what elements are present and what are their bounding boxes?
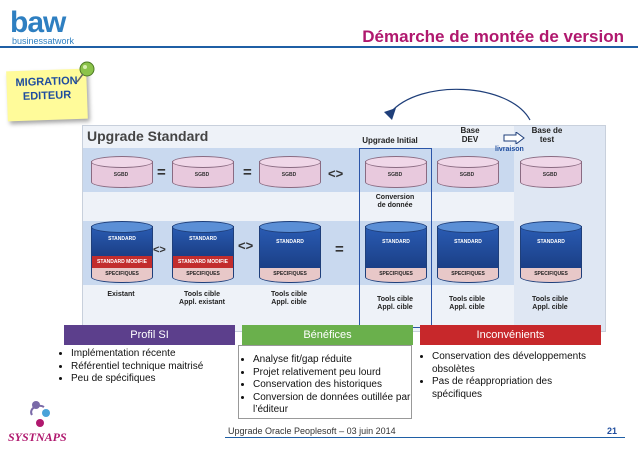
- baw-logo: baw businessatwork: [10, 6, 160, 47]
- base-test-cylinder: STANDARD SPECIFIQUES: [520, 221, 582, 283]
- diff-operator: <>: [238, 238, 254, 253]
- tools-existant-cylinder: STANDARD STANDARD MODIFIE SPECIFIQUES: [172, 221, 234, 283]
- header-base-test: Base de test: [531, 126, 563, 144]
- specifiques-segment: SPECIFIQUES: [173, 268, 233, 282]
- page-number: 21: [607, 426, 618, 436]
- pushpin-icon: [76, 61, 95, 83]
- specifiques-segment: SPECIFIQUES: [438, 268, 498, 282]
- sgbd-label: SGBD: [194, 172, 210, 178]
- list-item: Référentiel technique maitrisé: [71, 361, 237, 374]
- sgbd-cylinder: SGBD: [437, 156, 499, 188]
- standard-segment: STANDARD: [260, 226, 320, 268]
- standard-segment: STANDARD: [438, 226, 498, 268]
- diagram-title: Upgrade Standard: [87, 128, 209, 144]
- sgbd-cylinder: SGBD: [91, 156, 153, 188]
- specifiques-segment: SPECIFIQUES: [521, 268, 581, 282]
- base-dev-cylinder: STANDARD SPECIFIQUES: [437, 221, 499, 283]
- standard-segment: STANDARD: [366, 226, 426, 268]
- caption-tools-cible: Tools cible Appl. cible: [448, 296, 486, 311]
- header-divider: [0, 46, 638, 48]
- list-item: Conservation des historiques: [253, 379, 411, 392]
- list-item: Implémentation récente: [71, 348, 237, 361]
- sgbd-label: SGBD: [281, 172, 297, 178]
- upgrade-initial-cylinder: STANDARD SPECIFIQUES: [365, 221, 427, 283]
- sgbd-cylinder: SGBD: [365, 156, 427, 188]
- profil-si-box: Implémentation récente Référentiel techn…: [57, 348, 237, 403]
- equal-operator: =: [157, 164, 166, 181]
- sgbd-cylinder: SGBD: [172, 156, 234, 188]
- tools-cible-cylinder: STANDARD SPECIFIQUES: [259, 221, 321, 283]
- logo-subtext: businessatwork: [12, 36, 75, 46]
- standard-modifie-segment: STANDARD MODIFIE: [92, 256, 152, 268]
- standard-segment: STANDARD: [521, 226, 581, 268]
- diff-operator: <>: [328, 166, 344, 181]
- benefices-list: Analyse fit/gap réduite Projet relativem…: [239, 346, 411, 417]
- caption-tools-cible: Tools cible Appl. cible: [270, 291, 308, 306]
- list-item: Projet relativement peu lourd: [253, 367, 411, 380]
- sgbd-label: SGBD: [113, 172, 129, 178]
- list-item: Peu de spécifiques: [71, 373, 237, 386]
- conversion-caption: Conversion de donnée: [375, 194, 415, 209]
- specifiques-segment: SPECIFIQUES: [366, 268, 426, 282]
- page-title: Démarche de montée de version: [362, 27, 624, 46]
- existant-cylinder: STANDARD STANDARD MODIFIE SPECIFIQUES: [91, 221, 153, 283]
- sgbd-label: SGBD: [542, 172, 558, 178]
- benefices-box: Analyse fit/gap réduite Projet relativem…: [238, 345, 412, 419]
- logo-text: baw: [10, 6, 66, 39]
- profil-si-header: Profil SI: [64, 325, 235, 345]
- footer-text: Upgrade Oracle Peoplesoft – 03 juin 2014: [228, 426, 396, 436]
- inconvenients-list: Conservation des développements obsolète…: [418, 345, 602, 401]
- equal-operator: =: [335, 241, 344, 258]
- upgrade-diagram: Upgrade Standard Upgrade Initial Base DE…: [82, 125, 606, 332]
- specifiques-segment: SPECIFIQUES: [92, 268, 152, 282]
- specifiques-segment: SPECIFIQUES: [260, 268, 320, 282]
- systnaps-logo-icon: [30, 401, 50, 427]
- caption-tools-cible: Tools cible Appl. cible: [531, 296, 569, 311]
- caption-tools-cible: Tools cible Appl. cible: [376, 296, 414, 311]
- caption-tools-existant: Tools cible Appl. existant: [179, 291, 225, 306]
- standard-modifie-segment: STANDARD MODIFIE: [173, 256, 233, 268]
- sgbd-label: SGBD: [387, 172, 403, 178]
- list-item: Conversion de données outillée par l’édi…: [253, 392, 411, 417]
- inconvenients-box: Conservation des développements obsolète…: [418, 345, 602, 405]
- sgbd-label: SGBD: [459, 172, 475, 178]
- curved-arrow-icon: [384, 88, 531, 121]
- caption-existant: Existant: [107, 291, 135, 298]
- list-item: Pas de réappropriation des spécifiques: [432, 376, 602, 401]
- equal-operator: =: [243, 164, 252, 181]
- livraison-label: livraison: [495, 146, 524, 153]
- systnaps-brand: SYSTNAPS: [8, 430, 67, 444]
- header-upgrade-initial: Upgrade Initial: [362, 136, 418, 145]
- inconvenients-header: Inconvénients: [420, 325, 601, 345]
- footer-divider: [225, 437, 625, 438]
- header-base-dev: Base DEV: [460, 126, 480, 144]
- list-item: Analyse fit/gap réduite: [253, 354, 411, 367]
- list-item: Conservation des développements obsolète…: [432, 351, 602, 376]
- profil-si-list: Implémentation récente Référentiel techn…: [57, 348, 237, 386]
- sgbd-cylinder: SGBD: [520, 156, 582, 188]
- sgbd-cylinder: SGBD: [259, 156, 321, 188]
- diff-operator: <>: [153, 244, 166, 256]
- arrow-right-icon: [503, 132, 525, 144]
- benefices-header: Bénéfices: [242, 325, 413, 345]
